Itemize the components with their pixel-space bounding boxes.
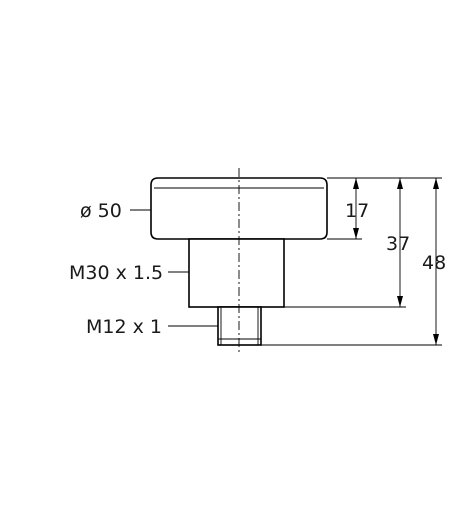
dimension-17-label: 17 (345, 200, 369, 222)
leader-connector-thread: M12 x 1 (86, 316, 218, 338)
cap-diameter-label: ø 50 (80, 200, 122, 222)
dimension-48: 48 (422, 178, 446, 345)
connector-thread-label: M12 x 1 (86, 316, 162, 338)
leader-housing-thread: M30 x 1.5 (69, 262, 189, 284)
connector (217, 306, 262, 346)
dimension-37: 37 (386, 178, 410, 307)
leader-cap-diameter: ø 50 (80, 200, 151, 222)
dimension-37-label: 37 (386, 233, 410, 255)
housing (188, 238, 285, 308)
dimension-48-label: 48 (422, 252, 446, 274)
housing-thread-label: M30 x 1.5 (69, 262, 163, 284)
dimension-17: 17 (345, 178, 369, 239)
